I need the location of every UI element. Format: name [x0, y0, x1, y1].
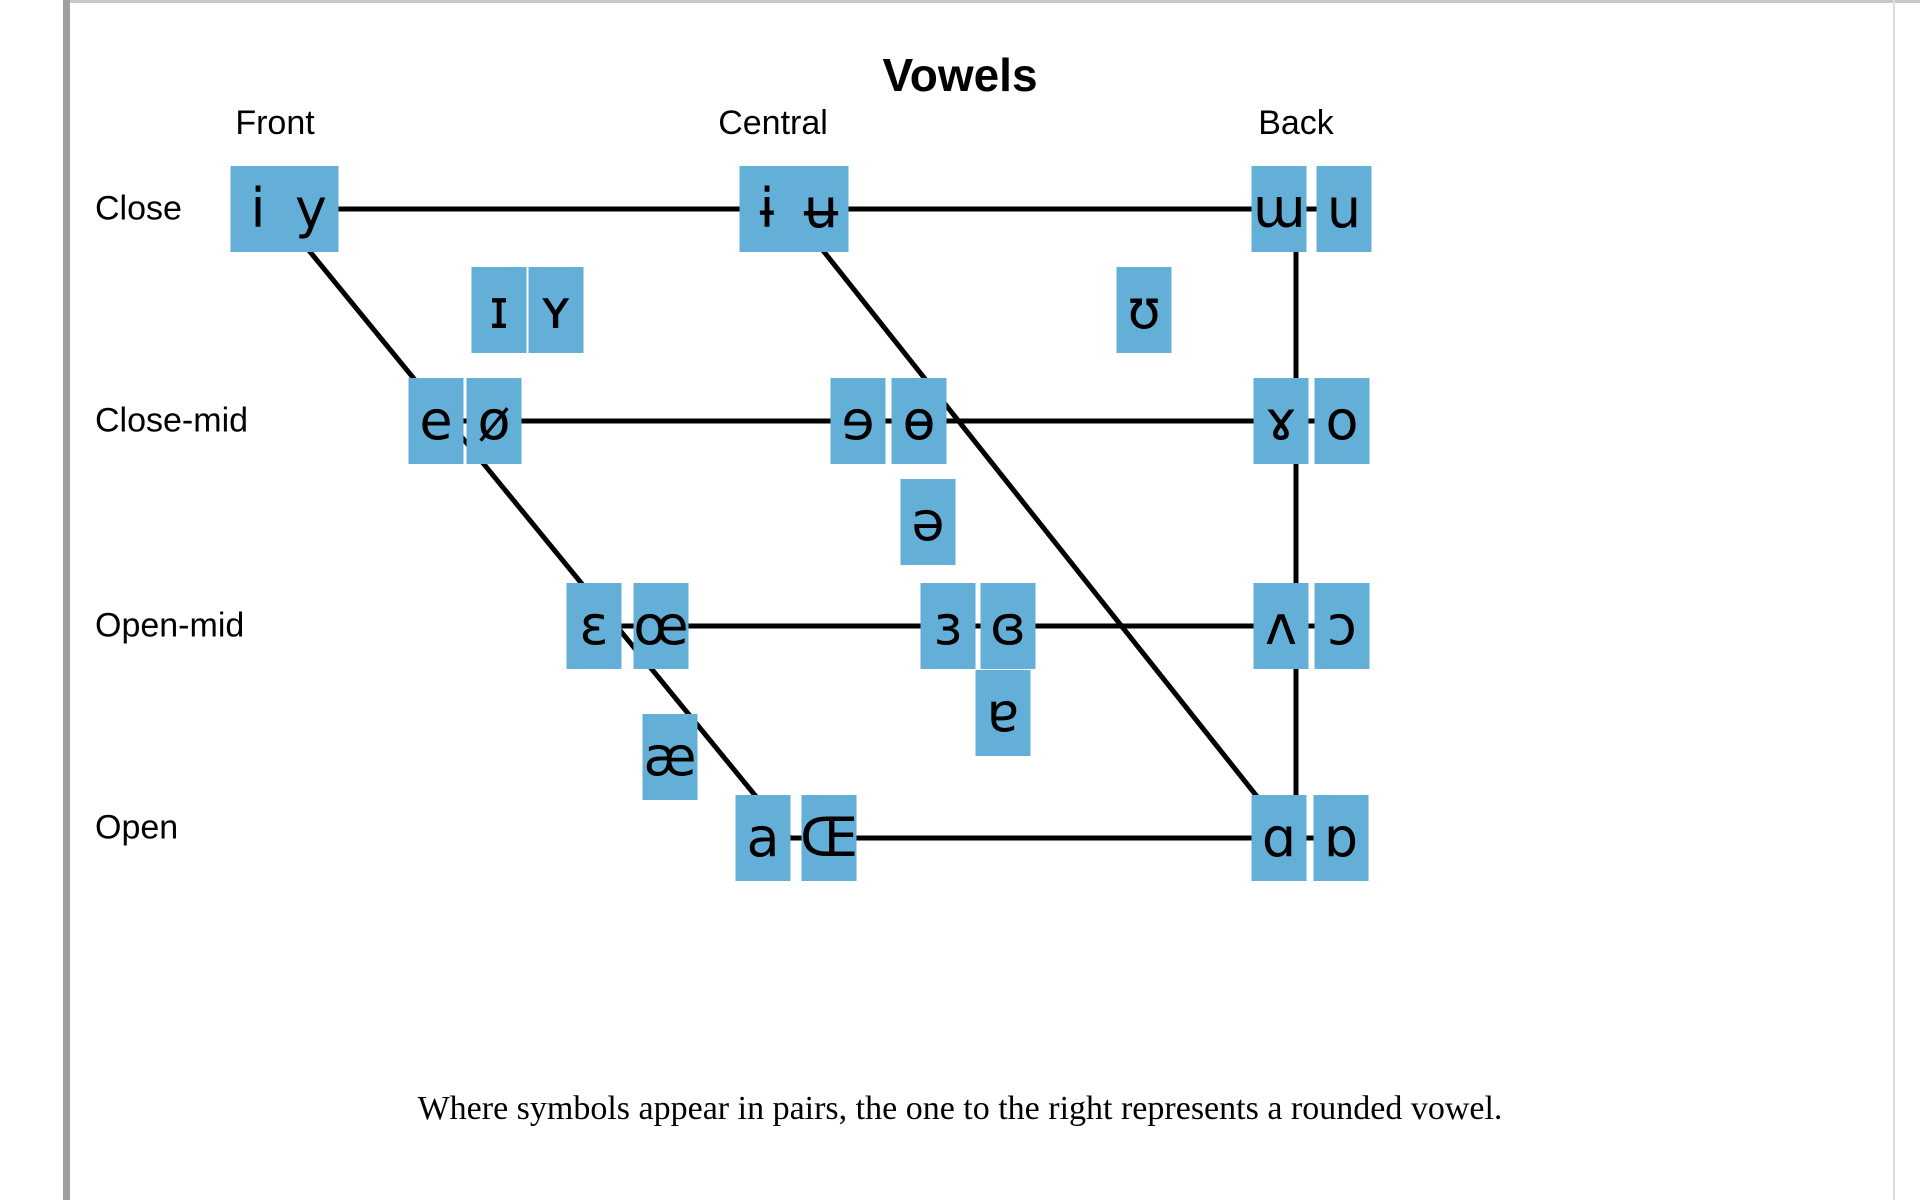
chart-caption: Where symbols appear in pairs, the one t…	[417, 1090, 1503, 1127]
frame-top-border	[70, 0, 1920, 3]
vowel-cell-close-mid-central-unrnd[interactable]: ɘ	[830, 378, 886, 464]
vowel-cell-close-back-unrounded[interactable]: ɯ	[1251, 166, 1307, 252]
vowel-cell-open-back-rounded[interactable]: ɒ	[1313, 795, 1369, 881]
row-label-open-mid: Open-mid	[95, 606, 245, 645]
vowel-cell-close-front-rounded[interactable]: y	[283, 166, 339, 252]
vowel-cell-open-mid-back-unrounded[interactable]: ʌ	[1253, 583, 1309, 669]
vowel-cell-close-mid-front-unrounded[interactable]: e	[408, 378, 464, 464]
vowel-cell-open-mid-front-unrounded[interactable]: ɛ	[566, 583, 622, 669]
vowel-cell-near-close-back-rounded[interactable]: ʊ	[1116, 267, 1172, 353]
vowel-cell-mid-central[interactable]: ə	[900, 479, 956, 565]
vowel-cell-close-mid-back-unrounded[interactable]: ɤ	[1253, 378, 1309, 464]
vowel-cell-close-back-rounded[interactable]: u	[1316, 166, 1372, 252]
vowel-cell-near-close-front-unrounded[interactable]: ɪ	[471, 267, 527, 353]
vowel-cell-open-front-unrounded[interactable]: a	[735, 795, 791, 881]
vowel-cell-open-mid-front-rounded[interactable]: œ	[633, 583, 689, 669]
column-header-front: Front	[235, 104, 315, 142]
vowel-cell-close-mid-back-rounded[interactable]: o	[1314, 378, 1370, 464]
row-label-close-mid: Close-mid	[95, 401, 249, 440]
row-label-close: Close	[95, 189, 182, 228]
vowel-cell-open-back-unrounded[interactable]: ɑ	[1251, 795, 1307, 881]
vowel-cell-open-front-rounded[interactable]: Œ	[800, 795, 858, 881]
vowel-cell-near-open-central[interactable]: ɐ	[975, 670, 1031, 756]
vowel-cell-open-mid-back-rounded[interactable]: ɔ	[1314, 583, 1370, 669]
frame-right-border	[1893, 0, 1895, 1200]
vowel-cell-open-mid-central-rounded[interactable]: ɞ	[980, 583, 1036, 669]
page-title: Vowels	[882, 49, 1038, 101]
vowel-cell-close-mid-front-rounded[interactable]: ø	[466, 378, 522, 464]
vowel-cell-close-central-rounded[interactable]: ʉ	[793, 166, 849, 252]
vowel-cell-near-open-front[interactable]: æ	[642, 714, 698, 800]
vowel-cell-close-front-unrounded[interactable]: i	[230, 166, 286, 252]
frame-left-border	[63, 0, 70, 1200]
central-edge-line	[788, 207, 1292, 840]
vowel-cell-near-close-front-rounded[interactable]: ʏ	[528, 267, 584, 353]
vowel-cell-close-central-unrounded[interactable]: ɨ	[739, 166, 795, 252]
column-header-central: Central	[718, 104, 828, 142]
column-header-back: Back	[1258, 104, 1334, 142]
vowel-cell-close-mid-central-rounded[interactable]: ɵ	[891, 378, 947, 464]
vowel-cell-open-mid-central-unrnd[interactable]: ɜ	[920, 583, 976, 669]
row-label-open: Open	[95, 808, 179, 847]
